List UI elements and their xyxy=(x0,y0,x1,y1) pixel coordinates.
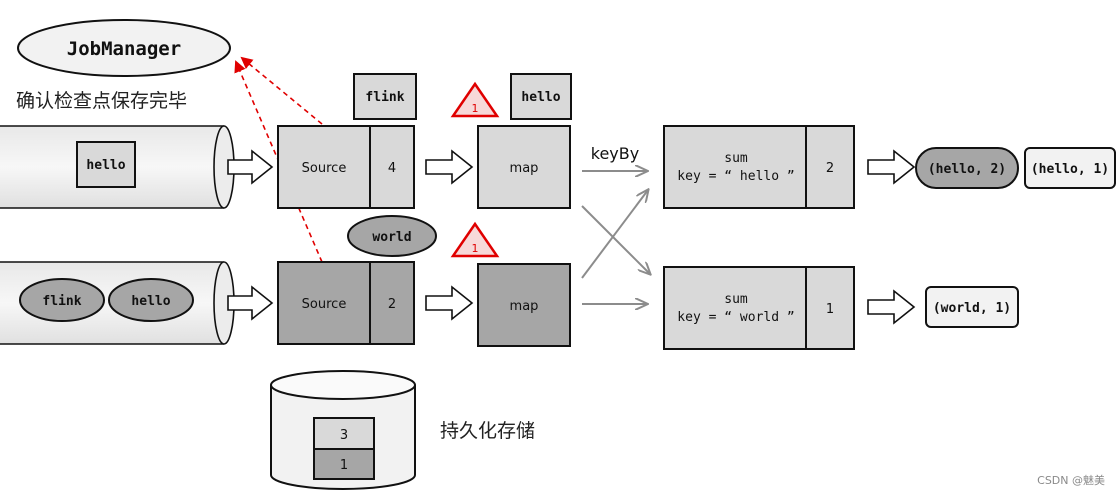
svg-text:4: 4 xyxy=(388,161,396,176)
block-arrow-icon xyxy=(227,285,274,321)
output-prev-top: (hello, 1) xyxy=(1024,147,1116,189)
block-arrow-icon xyxy=(227,149,274,185)
confirm-note: 确认检查点保存完毕 xyxy=(16,90,187,112)
svg-text:2: 2 xyxy=(388,297,396,312)
storage-entry: 1 xyxy=(340,458,348,473)
svg-text:(world, 1): (world, 1) xyxy=(933,301,1011,316)
persistent-storage: 3 1 xyxy=(270,370,416,490)
keyby-arrow xyxy=(581,205,650,274)
svg-text:1: 1 xyxy=(472,242,479,255)
output-bottom: (world, 1) xyxy=(925,286,1019,328)
watermark: CSDN @魅美 xyxy=(1037,473,1105,487)
svg-text:flink: flink xyxy=(365,90,404,105)
svg-text:hello: hello xyxy=(131,294,170,309)
svg-text:key = “ world ”: key = “ world ” xyxy=(677,310,794,325)
storage-note: 持久化存储 xyxy=(440,420,535,442)
storage-entry: 3 xyxy=(340,428,348,443)
svg-text:sum: sum xyxy=(724,292,748,307)
barrier-marker-bottom: 1 xyxy=(450,221,500,258)
svg-text:(hello, 1): (hello, 1) xyxy=(1031,162,1109,177)
keyby-arrow xyxy=(581,190,648,279)
queued-tag-flink: flink xyxy=(353,73,417,120)
queued-tag-hello: hello xyxy=(510,73,572,120)
svg-text:1: 1 xyxy=(826,302,834,317)
svg-text:flink: flink xyxy=(42,294,81,309)
svg-text:hello: hello xyxy=(86,158,125,173)
barrier-marker-top: 1 xyxy=(450,81,500,118)
storage-entry xyxy=(313,448,375,480)
svg-text:map: map xyxy=(510,161,539,176)
svg-text:Source: Source xyxy=(302,297,347,312)
job-manager: JobManager xyxy=(17,19,231,77)
map-bottom: map xyxy=(477,263,571,347)
svg-text:world: world xyxy=(372,230,411,245)
svg-text:sum: sum xyxy=(724,151,748,166)
svg-text:Source: Source xyxy=(302,161,347,176)
queued-item-world: world xyxy=(347,215,437,257)
output-current-top: (hello, 2) xyxy=(915,147,1019,189)
block-arrow-icon xyxy=(425,149,474,185)
stream-item-hello-bottom: hello xyxy=(108,278,194,322)
keyby-label: keyBy xyxy=(591,144,639,163)
svg-text:hello: hello xyxy=(521,90,560,105)
stream-item-flink: flink xyxy=(19,278,105,322)
svg-text:(hello, 2): (hello, 2) xyxy=(928,162,1006,177)
block-arrow-icon xyxy=(867,289,916,325)
source-top: Source 4 xyxy=(277,125,415,209)
svg-text:1: 1 xyxy=(472,102,479,115)
map-top: map xyxy=(477,125,571,209)
sum-bottom: sum key = “ world ” 1 xyxy=(663,266,855,350)
svg-text:key = “ hello ”: key = “ hello ” xyxy=(677,169,794,184)
svg-text:2: 2 xyxy=(826,161,834,176)
svg-text:map: map xyxy=(510,299,539,314)
source-bottom: Source 2 xyxy=(277,261,415,345)
stream-item-hello-top: hello xyxy=(76,141,136,188)
block-arrow-icon xyxy=(867,149,916,185)
block-arrow-icon xyxy=(425,285,474,321)
job-manager-label: JobManager xyxy=(67,38,181,60)
sum-top: sum key = “ hello ” 2 xyxy=(663,125,855,209)
ack-arrow-top xyxy=(240,56,323,125)
